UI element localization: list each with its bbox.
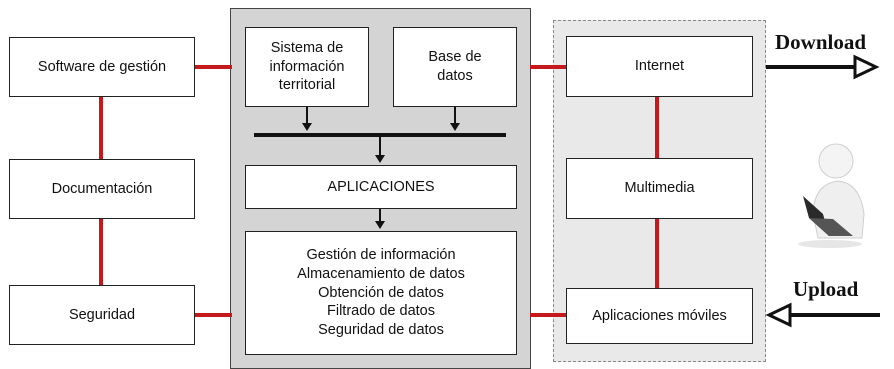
seguridad-box: Seguridad bbox=[9, 285, 195, 345]
funcion-item: Obtención de datos bbox=[318, 284, 444, 301]
funcion-item: Seguridad de datos bbox=[318, 322, 444, 339]
sistema-arrow-head bbox=[302, 123, 312, 131]
funciones-box: Gestión de información Almacenamiento de… bbox=[245, 231, 517, 355]
upload-caption: Upload bbox=[793, 277, 859, 301]
internet-box: Internet bbox=[566, 36, 753, 97]
funcion-item: Almacenamiento de datos bbox=[297, 265, 465, 282]
aplicaciones-box: APLICACIONES bbox=[245, 165, 517, 209]
funcion-item: Gestión de información bbox=[306, 246, 456, 263]
aplicaciones-moviles-box: Aplicaciones móviles bbox=[566, 288, 753, 344]
user-at-laptop-icon bbox=[798, 143, 865, 248]
upload-arrow-head bbox=[765, 302, 792, 328]
multimedia-box: Multimedia bbox=[566, 158, 753, 219]
documentacion-label: Documentación bbox=[51, 180, 153, 197]
bus-arrow-head bbox=[375, 155, 385, 163]
sistema-line-2: información bbox=[269, 58, 345, 75]
internet-label: Internet bbox=[634, 58, 685, 75]
documentacion-box: Documentación bbox=[9, 159, 195, 219]
sistema-line-3: territorial bbox=[278, 77, 336, 94]
download-arrow-head bbox=[853, 54, 880, 80]
seguridad-label: Seguridad bbox=[68, 306, 136, 323]
aplicaciones-label: APLICACIONES bbox=[327, 178, 435, 195]
base-line-2: datos bbox=[437, 68, 473, 84]
base-arrow-head bbox=[450, 123, 460, 131]
sistema-line-1: Sistema de bbox=[270, 39, 344, 56]
software-gestion-label: Software de gestión bbox=[37, 58, 167, 75]
multimedia-label: Multimedia bbox=[624, 180, 695, 197]
aplicaciones-moviles-label: Aplicaciones móviles bbox=[592, 307, 727, 324]
software-gestion-box: Software de gestión bbox=[9, 37, 195, 97]
funcion-item: Filtrado de datos bbox=[326, 303, 435, 320]
base-line-1: Base de bbox=[428, 49, 482, 66]
sistema-informacion-box: Sistema de información territorial bbox=[245, 27, 369, 107]
download-caption: Download bbox=[775, 30, 867, 54]
base-datos-box: Base de datos bbox=[393, 27, 517, 107]
apps-arrow-head bbox=[375, 221, 385, 229]
